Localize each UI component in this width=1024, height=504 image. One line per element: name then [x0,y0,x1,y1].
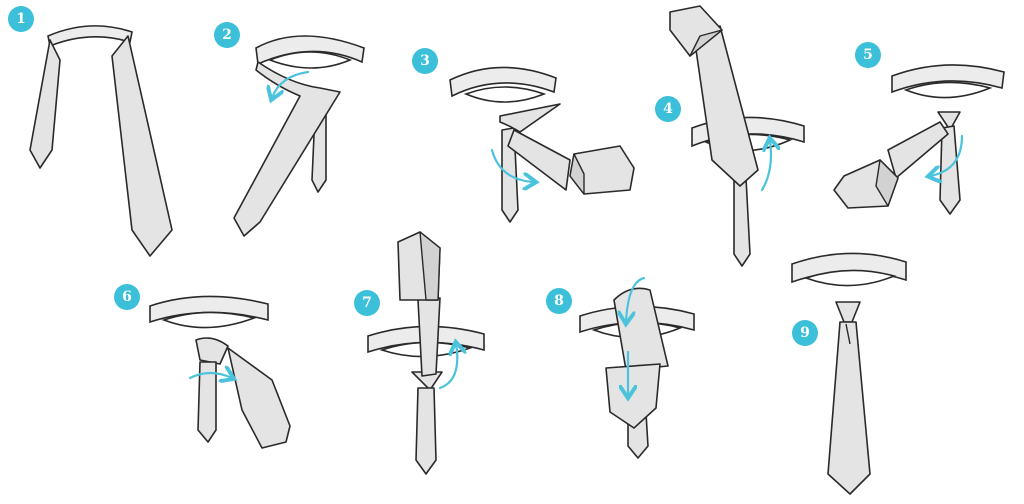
direction-arrow [188,373,232,378]
direction-arrow [930,134,964,176]
step-4-illustration [669,5,805,267]
step-9-illustration [791,252,907,495]
direction-arrow [438,344,457,390]
step-badge-6: 6 [114,284,140,310]
direction-arrow [272,70,310,98]
step-badge-1: 1 [8,6,34,32]
step-3-illustration [449,66,635,223]
step-badge-9: 9 [792,320,818,346]
step-2-illustration [233,35,365,237]
step-8-illustration [579,276,695,459]
step-5-illustration [833,64,1005,215]
step-badge-7: 7 [354,290,380,316]
step-badge-5: 5 [855,42,881,68]
step-badge-3: 3 [412,48,438,74]
direction-arrow [760,140,771,192]
step-badge-4: 4 [655,96,681,122]
step-1-illustration [29,25,173,257]
direction-arrow [626,276,646,322]
step-badge-8: 8 [546,288,572,314]
step-6-illustration [149,295,291,449]
direction-arrow [490,148,534,182]
step-7-illustration [367,231,485,475]
step-badge-2: 2 [214,22,240,48]
